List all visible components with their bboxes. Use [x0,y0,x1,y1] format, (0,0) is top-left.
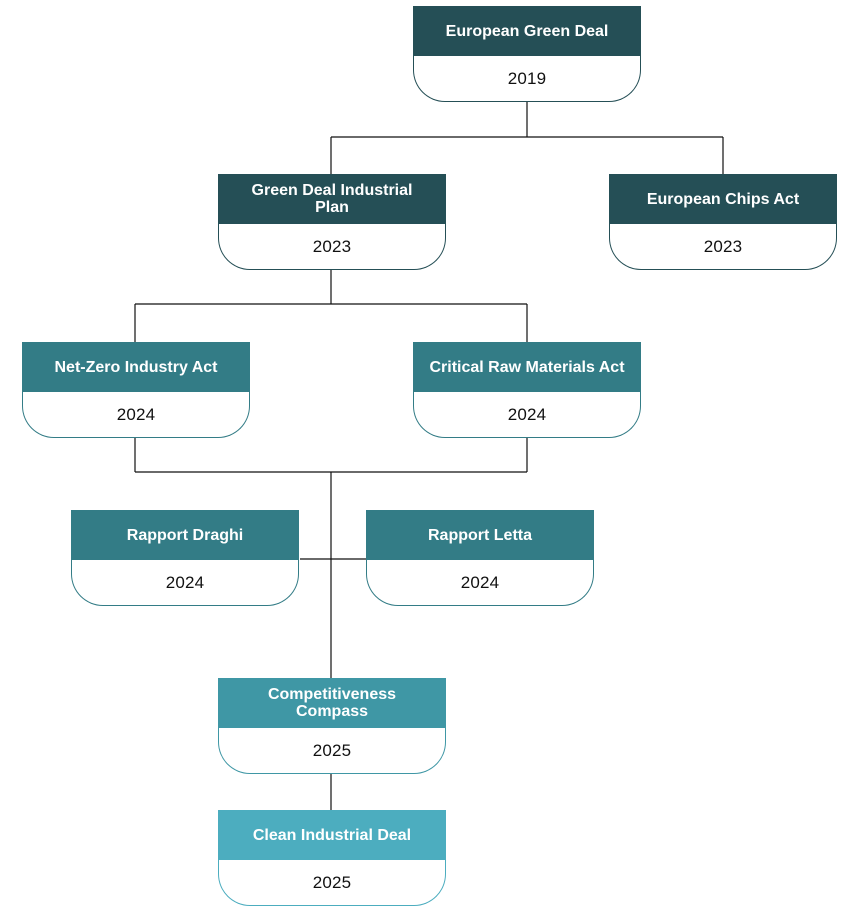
connector-acts-merge [134,438,528,678]
node-year: 2019 [413,56,641,102]
node-title: Rapport Draghi [71,510,299,560]
node-rapport-draghi: Rapport Draghi 2024 [71,510,299,606]
node-year: 2024 [22,392,250,438]
node-rapport-letta: Rapport Letta 2024 [366,510,594,606]
node-critical-raw-materials-act: Critical Raw Materials Act 2024 [413,342,641,438]
connector-industrial-plan-branch [134,270,528,342]
node-title: Clean Industrial Deal [218,810,446,860]
node-european-green-deal: European Green Deal 2019 [413,6,641,102]
node-title: Net-Zero Industry Act [22,342,250,392]
node-european-chips-act: European Chips Act 2023 [609,174,837,270]
node-year: 2023 [609,224,837,270]
node-year: 2024 [413,392,641,438]
node-net-zero-industry-act: Net-Zero Industry Act 2024 [22,342,250,438]
node-year: 2025 [218,860,446,906]
node-title: European Green Deal [413,6,641,56]
node-green-deal-industrial-plan: Green Deal Industrial Plan 2023 [218,174,446,270]
node-title: Rapport Letta [366,510,594,560]
node-title: European Chips Act [609,174,837,224]
connector-green-deal-branch [330,102,724,174]
node-year: 2024 [366,560,594,606]
node-competitiveness-compass: Competitiveness Compass 2025 [218,678,446,774]
node-title: Competitiveness Compass [218,678,446,728]
node-title: Green Deal Industrial Plan [218,174,446,224]
node-title: Critical Raw Materials Act [413,342,641,392]
node-year: 2024 [71,560,299,606]
node-year: 2025 [218,728,446,774]
node-year: 2023 [218,224,446,270]
node-clean-industrial-deal: Clean Industrial Deal 2025 [218,810,446,906]
